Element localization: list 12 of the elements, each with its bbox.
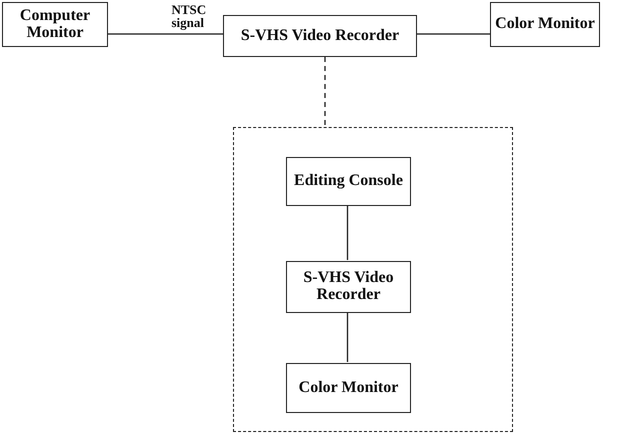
dashed-connector	[324, 57, 326, 127]
device-box: Computer Monitor	[2, 2, 108, 47]
connector-line	[108, 33, 223, 35]
device-box: S-VHS Video Recorder	[223, 15, 417, 57]
connector-line	[346, 312, 348, 362]
connector-line	[346, 205, 348, 260]
dashed-group-frame	[233, 127, 513, 432]
device-box: Editing Console	[286, 157, 411, 206]
device-box: S-VHS Video Recorder	[286, 261, 411, 313]
device-box: Color Monitor	[286, 363, 411, 413]
connector-line	[417, 33, 490, 35]
device-box: Color Monitor	[490, 2, 600, 47]
